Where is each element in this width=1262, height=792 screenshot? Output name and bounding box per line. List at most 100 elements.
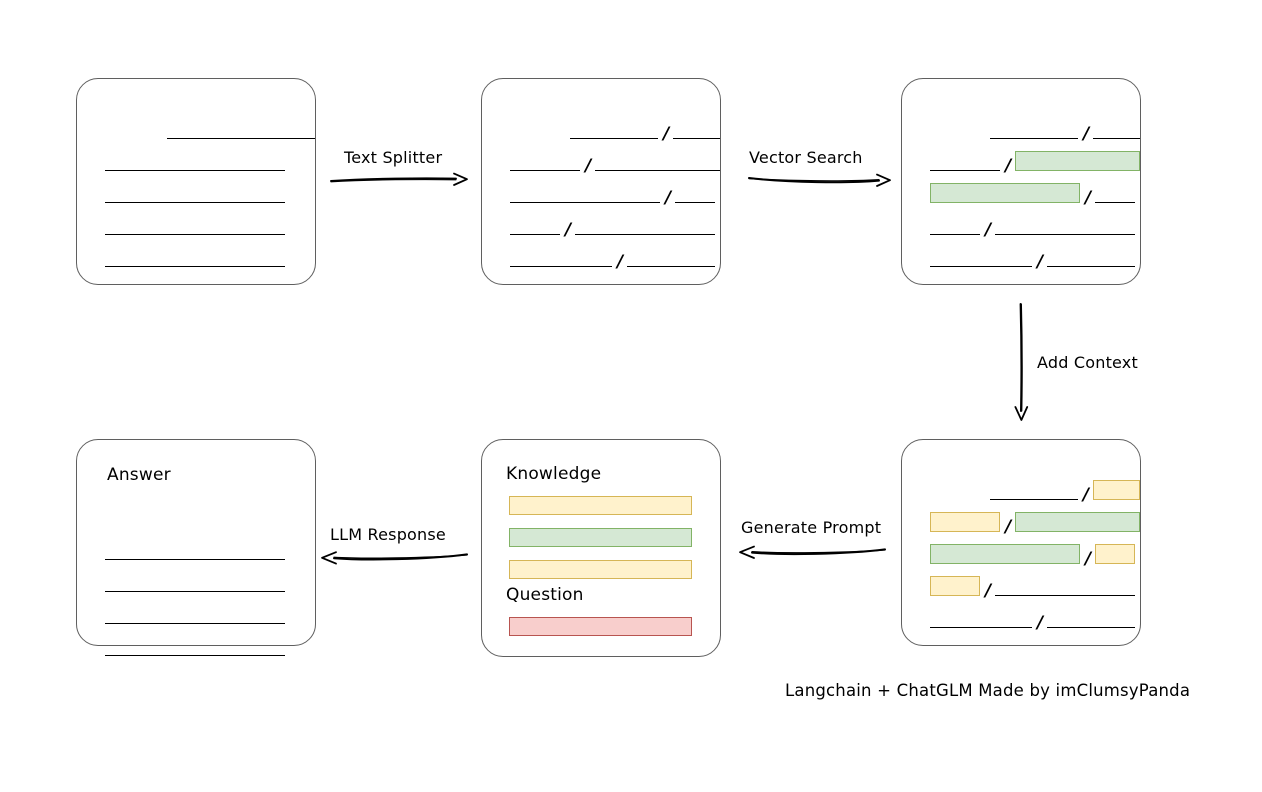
- context-document-rows: / / / / /: [902, 440, 1140, 645]
- matched-document-chunk-right: [1093, 125, 1140, 139]
- split-document-chunk-right: [673, 125, 720, 139]
- context-document-row: /: [902, 576, 1140, 601]
- edge-label-add-context: Add Context: [1037, 353, 1138, 372]
- edge-label-generate-prompt: Generate Prompt: [741, 518, 882, 537]
- split-document-chunk-left: [570, 125, 659, 139]
- source-document-line: [77, 185, 315, 203]
- answer-line-rule: [105, 642, 285, 656]
- answer-lines: [77, 500, 315, 656]
- matched-document-chunk-left: [990, 125, 1079, 139]
- node-source-document[interactable]: [76, 78, 316, 285]
- source-document-line: [77, 121, 315, 139]
- knowledge-bar-2: [509, 528, 692, 547]
- segment-separator: /: [663, 124, 670, 144]
- matched-document-row: /: [902, 183, 1140, 208]
- split-document-row: /: [482, 153, 720, 175]
- context-document-chunk-left: [930, 512, 1001, 532]
- split-document-rows: / / / / /: [482, 79, 720, 284]
- knowledge-bar-3: [509, 560, 692, 579]
- matched-document-chunk-right: [1015, 151, 1140, 171]
- matched-document-rows: / / / / /: [902, 79, 1140, 284]
- matched-document-chunk-right: [995, 221, 1136, 235]
- segment-separator: /: [1082, 485, 1090, 505]
- context-document-chunk-left: [990, 486, 1078, 500]
- node-context-document[interactable]: / / / / /: [901, 439, 1141, 646]
- context-document-chunk-left: [930, 614, 1032, 628]
- arrow-generate-prompt: [736, 542, 886, 564]
- split-document-row: /: [482, 121, 720, 144]
- answer-label: Answer: [107, 465, 171, 485]
- segment-separator: /: [1005, 156, 1012, 176]
- knowledge-label: Knowledge: [506, 464, 602, 484]
- segment-separator: /: [1005, 517, 1012, 537]
- context-document-chunk-right: [1047, 614, 1136, 628]
- context-document-chunk-right: [1095, 544, 1136, 564]
- context-document-chunk-right: [995, 582, 1136, 596]
- context-document-row: /: [902, 480, 1140, 505]
- matched-document-row: /: [902, 249, 1140, 272]
- matched-document-chunk-right: [1095, 189, 1136, 203]
- context-document-chunk-left: [930, 576, 980, 596]
- matched-document-chunk-right: [1047, 253, 1136, 267]
- context-document-chunk-right: [1015, 512, 1140, 532]
- matched-document-chunk-left: [930, 157, 1001, 171]
- question-label: Question: [506, 585, 584, 605]
- footer-credit: Langchain + ChatGLM Made by imClumsyPand…: [785, 681, 1191, 700]
- arrow-add-context: [1008, 303, 1036, 421]
- split-document-chunk-left: [510, 221, 560, 235]
- answer-line: [77, 574, 315, 592]
- matched-document-row: /: [902, 217, 1140, 240]
- matched-document-row: /: [902, 121, 1140, 143]
- split-document-chunk-right: [627, 253, 716, 267]
- segment-separator: /: [1085, 188, 1092, 208]
- answer-line-rule: [105, 578, 285, 592]
- node-prompt[interactable]: Knowledge Question: [481, 439, 721, 657]
- segment-separator: /: [1037, 613, 1044, 633]
- answer-line-rule: [105, 546, 285, 560]
- segment-separator: /: [1085, 549, 1092, 569]
- segment-separator: /: [985, 220, 992, 240]
- node-answer[interactable]: Answer: [76, 439, 316, 656]
- split-document-chunk-left: [510, 253, 612, 267]
- context-document-chunk-left: [930, 544, 1080, 564]
- source-document-line-rule: [105, 157, 285, 171]
- split-document-chunk-right: [675, 189, 716, 203]
- source-document-line-rule: [105, 253, 285, 267]
- segment-separator: /: [617, 252, 624, 272]
- source-document-line-rule: [105, 221, 285, 235]
- matched-document-chunk-left: [930, 253, 1032, 267]
- node-split-document[interactable]: / / / / /: [481, 78, 721, 285]
- context-document-row: /: [902, 610, 1140, 633]
- arrow-vector-search: [748, 168, 893, 190]
- answer-line: [77, 606, 315, 624]
- split-document-chunk-left: [510, 157, 581, 171]
- split-document-row: /: [482, 217, 720, 239]
- split-document-row: /: [482, 249, 720, 272]
- question-bar-1: [509, 617, 692, 636]
- context-document-row: /: [902, 512, 1140, 537]
- segment-separator: /: [665, 188, 672, 208]
- arrow-llm-response: [318, 548, 468, 570]
- edge-label-llm-response: LLM Response: [330, 525, 446, 544]
- split-document-chunk-right: [595, 157, 720, 171]
- node-matched-document[interactable]: / / / / /: [901, 78, 1141, 285]
- segment-separator: /: [1037, 252, 1044, 272]
- knowledge-bar-1: [509, 496, 692, 515]
- source-document-line: [77, 249, 315, 267]
- source-document-line: [77, 217, 315, 235]
- context-document-chunk-right: [1093, 480, 1140, 500]
- answer-line: [77, 638, 315, 656]
- context-document-row: /: [902, 544, 1140, 569]
- answer-line: [77, 542, 315, 560]
- answer-line-rule: [105, 610, 285, 624]
- matched-document-chunk-left: [930, 183, 1080, 203]
- source-document-line-rule: [105, 189, 285, 203]
- arrow-text-splitter: [330, 168, 470, 190]
- matched-document-chunk-left: [930, 221, 980, 235]
- source-document-line-rule: [167, 125, 315, 139]
- segment-separator: /: [985, 581, 992, 601]
- split-document-chunk-right: [575, 221, 716, 235]
- matched-document-row: /: [902, 151, 1140, 176]
- edge-label-text-splitter: Text Splitter: [344, 148, 443, 167]
